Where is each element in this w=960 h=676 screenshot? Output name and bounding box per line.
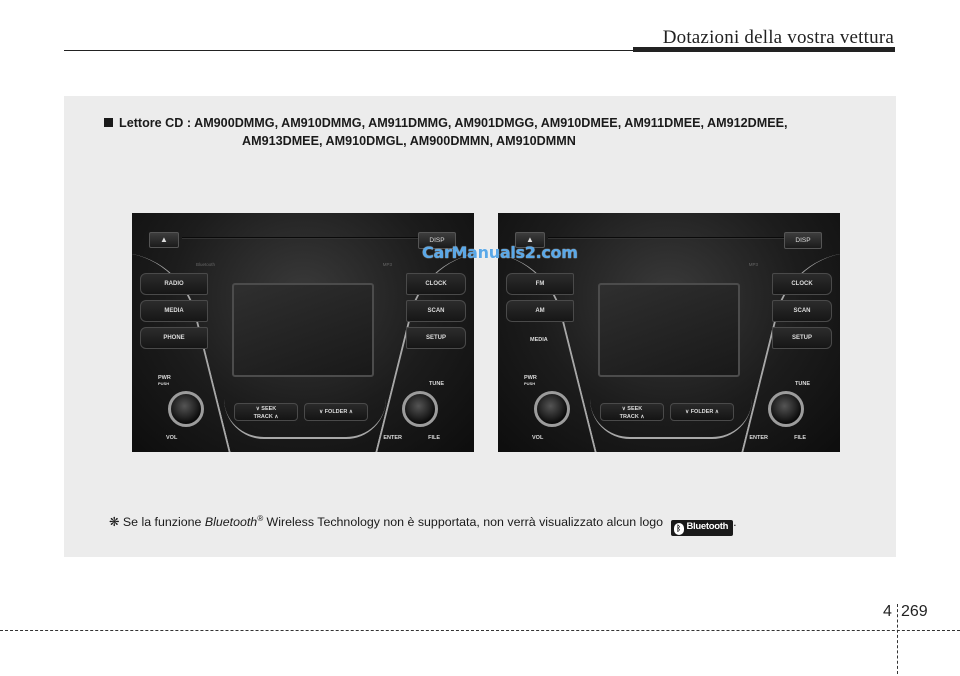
eject-button[interactable]: ▲ (515, 232, 545, 248)
header-bar (633, 47, 895, 52)
note-prefix: Se la funzione (122, 515, 202, 530)
note-brand: Bluetooth (204, 515, 258, 530)
setup-button[interactable]: SETUP (406, 327, 466, 349)
display-screen (232, 283, 374, 377)
content-panel: Lettore CD : AM900DMMG, AM910DMMG, AM911… (64, 96, 896, 557)
bluetooth-tag: Bluetooth (196, 262, 216, 267)
file-label: FILE (428, 435, 440, 441)
scan-button[interactable]: SCAN (406, 300, 466, 322)
phone-button[interactable]: PHONE (140, 327, 208, 349)
seek-track-button[interactable]: ∨ SEEK TRACK ∧ (600, 403, 664, 421)
chevron-down-icon: ∨ (255, 406, 260, 412)
note-suffix: Wireless Technology non è supportata, no… (266, 515, 664, 530)
vol-label: VOL (532, 435, 544, 441)
disp-button[interactable]: DISP (784, 232, 822, 249)
cd-slot (182, 237, 432, 239)
volume-knob[interactable] (534, 391, 570, 427)
model-line-2: AM913DMEE, AM910DMGL, AM900DMMN, AM910DM… (242, 134, 576, 148)
media-label: MEDIA (530, 337, 548, 343)
chrome-arc (224, 399, 386, 439)
disp-button[interactable]: DISP (418, 232, 456, 249)
registered-mark: ® (257, 514, 264, 523)
mp3-tag: MP3 (382, 262, 392, 267)
note: ❋ Se la funzione Bluetooth® Wireless Tec… (109, 514, 869, 537)
mp3-tag: MP3 (748, 262, 758, 267)
scan-button[interactable]: SCAN (772, 300, 832, 322)
footer-rule (0, 630, 960, 631)
file-label: FILE (794, 435, 806, 441)
chevron-up-icon: ∧ (714, 409, 719, 415)
chevron-up-icon: ∧ (274, 414, 279, 420)
clock-button[interactable]: CLOCK (406, 273, 466, 295)
media-button[interactable]: MEDIA (140, 300, 208, 322)
model-list: Lettore CD : AM900DMMG, AM910DMMG, AM911… (104, 114, 884, 150)
bluetooth-icon: ᛒ (673, 523, 684, 536)
note-end: . (733, 515, 737, 530)
chevron-down-icon: ∨ (319, 409, 324, 415)
enter-label: ENTER (749, 435, 768, 441)
display-screen (598, 283, 740, 377)
header-rule (64, 50, 634, 51)
tune-knob[interactable] (402, 391, 438, 427)
fm-button[interactable]: FM (506, 273, 574, 295)
radio-button[interactable]: RADIO (140, 273, 208, 295)
tune-label: TUNE (429, 381, 444, 387)
chevron-down-icon: ∨ (685, 409, 690, 415)
page-chapter: 4 (883, 603, 892, 620)
watermark: CarManuals2.com (422, 243, 578, 262)
tune-knob[interactable] (768, 391, 804, 427)
model-line-1: Lettore CD : AM900DMMG, AM910DMMG, AM911… (119, 116, 788, 130)
chrome-arc (590, 399, 752, 439)
chevron-up-icon: ∧ (348, 409, 353, 415)
tune-label: TUNE (795, 381, 810, 387)
header-title: Dotazioni della vostra vettura (662, 27, 894, 48)
radio-unit-left: ▲ DISP Bluetooth MP3 RADIO MEDIA PHONE C… (132, 213, 474, 452)
footer-divider (897, 604, 898, 674)
volume-knob[interactable] (168, 391, 204, 427)
cd-slot (548, 237, 798, 239)
am-button[interactable]: AM (506, 300, 574, 322)
chevron-down-icon: ∨ (621, 406, 626, 412)
folder-button[interactable]: ∨ FOLDER ∧ (670, 403, 734, 421)
bullet-square (104, 118, 113, 127)
seek-track-button[interactable]: ∨ SEEK TRACK ∧ (234, 403, 298, 421)
eject-button[interactable]: ▲ (149, 232, 179, 248)
setup-button[interactable]: SETUP (772, 327, 832, 349)
clock-button[interactable]: CLOCK (772, 273, 832, 295)
radio-unit-right: ▲ DISP MP3 FM AM MEDIA CLOCK SCAN SETUP … (498, 213, 840, 452)
enter-label: ENTER (383, 435, 402, 441)
folder-button[interactable]: ∨ FOLDER ∧ (304, 403, 368, 421)
note-symbol: ❋ (109, 515, 120, 530)
page-number: 269 (901, 603, 928, 620)
chevron-up-icon: ∧ (640, 414, 645, 420)
vol-label: VOL (166, 435, 178, 441)
